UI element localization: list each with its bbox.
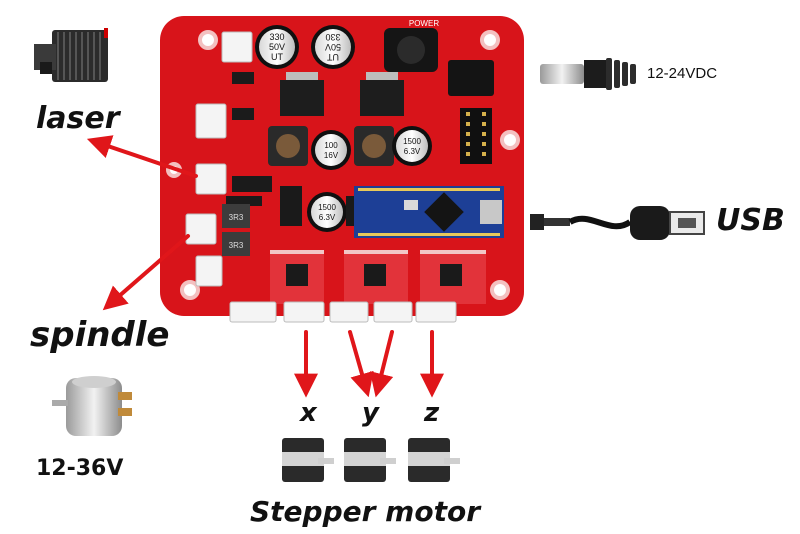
inductor-3r3-1: 3R3 [222,204,250,228]
axis-x-label: x [300,398,317,428]
axis-y-label: y [362,398,379,428]
svg-text:1500: 1500 [318,203,336,212]
laser-module-icon [34,28,108,82]
usb-cable-icon [530,206,705,240]
stepper-motor-icon [344,438,396,482]
capacitor-1500uf-2: 1500 6.3V [307,192,347,232]
capacitor-100uf: 100 16V [311,130,351,170]
capacitor-330uf-1: 330 50V UT [255,25,299,69]
stepper-driver-y [344,250,408,304]
laser-label: laser [36,101,120,136]
power-input-label: 12-24VDC [647,65,718,82]
svg-text:UT: UT [327,52,339,62]
usb-label: USB [716,203,785,238]
pin-header [460,108,492,164]
dc-barrel-plug-icon [540,58,636,90]
capacitor-330uf-2: UT 50V 330 [311,25,355,69]
arduino-nano [354,186,504,238]
svg-text:1500: 1500 [403,137,421,146]
stepper-driver-x [270,250,324,304]
cnc-controller-board: 330 50V UT UT 50V 330 POWER [160,16,524,323]
stepper-motor-label: Stepper motor [250,495,481,528]
capacitor-1500uf-1: 1500 6.3V [392,126,432,166]
svg-text:16V: 16V [324,151,339,160]
svg-text:3R3: 3R3 [229,213,244,222]
spindle-label: spindle [30,315,170,355]
svg-text:50V: 50V [325,42,341,52]
svg-text:POWER: POWER [409,19,439,28]
svg-text:6.3V: 6.3V [319,213,336,222]
inductor-3r3-2: 3R3 [222,232,250,256]
dc-jack [448,60,494,96]
arrow-to-y-2 [369,330,394,398]
svg-text:UT: UT [271,52,283,62]
axis-z-label: z [424,398,440,428]
svg-text:330: 330 [269,32,284,42]
svg-text:50V: 50V [269,42,285,52]
svg-text:6.3V: 6.3V [404,147,421,156]
stepper-driver-z [420,250,486,304]
svg-text:100: 100 [324,141,338,150]
svg-text:3R3: 3R3 [229,241,244,250]
svg-text:330: 330 [325,32,340,42]
arrow-to-y-1 [348,330,374,398]
stepper-motor-icon [408,438,460,482]
power-switch: POWER [384,19,439,72]
arrow-to-spindle [102,234,190,311]
spindle-motor-icon [52,376,132,436]
arrow-to-laser [86,135,198,178]
spindle-voltage-label: 12-36V [36,456,124,481]
stepper-motor-icon [282,438,334,482]
